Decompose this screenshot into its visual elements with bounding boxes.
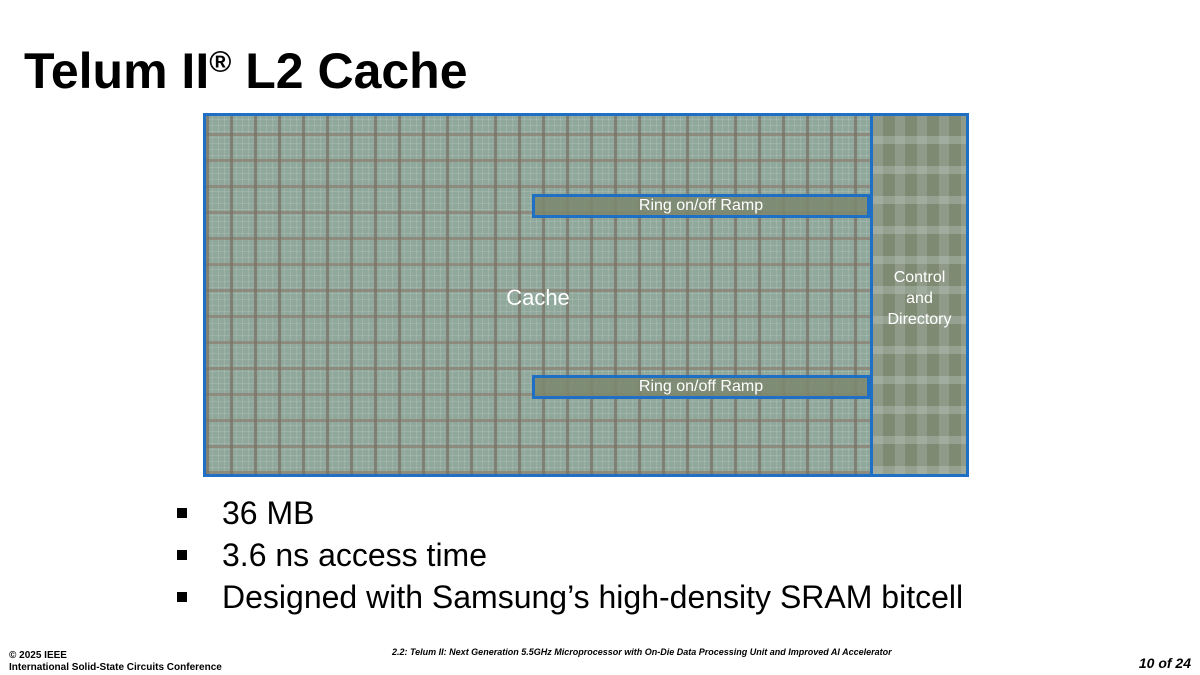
bullet-text: 3.6 ns access time [222,536,487,573]
control-directory-label: Control and Directory [873,267,966,330]
bullet-item: 36 MB [175,492,963,534]
control-label-line: Directory [887,311,952,328]
bullet-list: 36 MB 3.6 ns access time Designed with S… [175,492,963,618]
control-label-line: Control [893,269,946,286]
footer-paper-title: 2.2: Telum II: Next Generation 5.5GHz Mi… [392,647,892,657]
page-number: 10 of 24 [1138,655,1191,671]
bullet-square-icon [177,550,187,560]
die-photo: Ring on/off Ramp Ring on/off Ramp Cache … [203,113,969,477]
registered-mark: ® [209,46,232,79]
control-directory-region [870,116,966,474]
cache-label: Cache [506,285,570,310]
bullet-item: Designed with Samsung’s high-density SRA… [175,576,963,618]
title-text-rest: L2 Cache [231,43,468,99]
copyright-text: © 2025 IEEE [9,650,67,661]
ring-ramp-top: Ring on/off Ramp [532,194,870,218]
control-label-line: and [906,290,933,307]
bullet-text: Designed with Samsung’s high-density SRA… [222,578,964,615]
bullet-item: 3.6 ns access time [175,534,963,576]
ring-ramp-bottom: Ring on/off Ramp [532,375,870,399]
bullet-square-icon [177,592,187,602]
title-text: Telum II [24,43,210,99]
bullet-text: 36 MB [222,494,315,531]
slide-title: Telum II® L2 Cache [24,42,468,100]
conference-text: International Solid-State Circuits Confe… [9,662,222,673]
footer-copyright: © 2025 IEEE International Solid-State Ci… [9,650,222,674]
bullet-square-icon [177,508,187,518]
